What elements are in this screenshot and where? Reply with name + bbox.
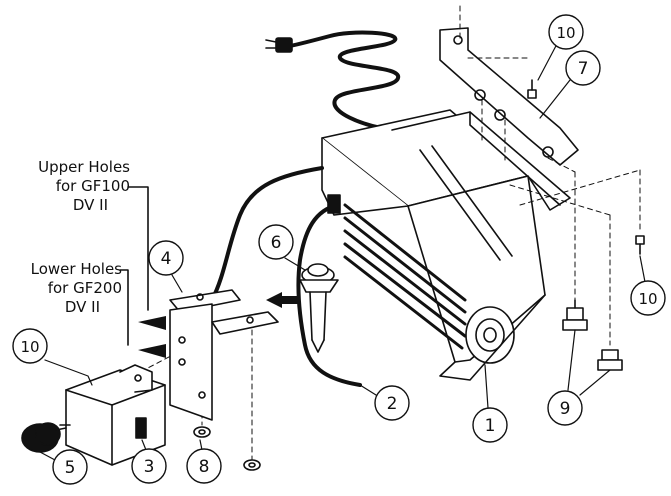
hole-pointer-arrows (119, 186, 166, 358)
callout-10-left (12, 328, 48, 364)
callout-7 (565, 50, 601, 86)
lower-holes-line-1: Lower Holes (30, 260, 122, 278)
callout-1 (472, 407, 508, 443)
upper-holes-note: Upper Holes for GF100 DV II (8, 158, 130, 215)
nut-8-upper (193, 426, 211, 438)
callout-6 (258, 224, 294, 260)
lower-holes-line-2: for GF200 (47, 279, 122, 297)
mounting-bracket-7 (439, 27, 579, 166)
rocker-switch-icon (135, 417, 147, 439)
power-cable-loop (210, 166, 324, 302)
direction-arrow-icon (266, 292, 298, 308)
bolt-9-right (597, 349, 623, 371)
wire-harness-2 (296, 203, 362, 387)
leader-lines (39, 41, 646, 461)
screw-10-right (635, 235, 645, 255)
lower-holes-line-3: DV II (64, 298, 100, 316)
callout-label-1: 1 (485, 416, 496, 436)
screw-10-top (527, 79, 537, 99)
plug-icon (265, 37, 293, 53)
callout-label-10-top: 10 (556, 24, 575, 42)
power-cord (265, 30, 400, 132)
cord-coil (288, 30, 400, 132)
callout-10-top (548, 14, 584, 50)
callout-9 (547, 390, 583, 426)
callout-2 (374, 385, 410, 421)
callout-5 (52, 449, 88, 485)
callout-label-10-right: 10 (638, 290, 657, 308)
callout-label-8: 8 (199, 457, 210, 477)
thermal-switch-6 (299, 263, 339, 353)
callout-label-7: 7 (578, 59, 589, 79)
blower-motor-end (465, 306, 515, 364)
blower-upper-box (391, 111, 571, 211)
callout-label-2: 2 (387, 394, 398, 414)
nut-8-lower (243, 459, 261, 471)
callout-label-6: 6 (271, 233, 282, 253)
callout-10-right (630, 280, 666, 316)
callout-3 (131, 448, 167, 484)
callout-label-5: 5 (65, 458, 76, 478)
bolt-9-left (562, 299, 588, 331)
callout-label-10-left: 10 (20, 338, 39, 356)
lower-holes-note: Lower Holes for GF200 DV II (2, 260, 122, 317)
callout-labels: 1 2 3 4 5 6 7 8 9 10 10 10 (20, 24, 657, 478)
blower-assembly (321, 109, 571, 381)
upper-holes-line-2: for GF100 (55, 177, 130, 195)
control-knob-5 (21, 422, 67, 453)
callout-8 (186, 448, 222, 484)
callout-circles (12, 14, 666, 485)
switch-box-3 (59, 364, 166, 466)
callout-label-9: 9 (560, 399, 571, 419)
upper-holes-line-1: Upper Holes (38, 158, 130, 176)
blower-vent-slats (343, 203, 467, 350)
callout-label-3: 3 (144, 457, 155, 477)
callout-label-4: 4 (161, 249, 172, 269)
upper-holes-line-3: DV II (72, 196, 108, 214)
control-bracket-4 (169, 289, 279, 421)
callout-4 (148, 240, 184, 276)
